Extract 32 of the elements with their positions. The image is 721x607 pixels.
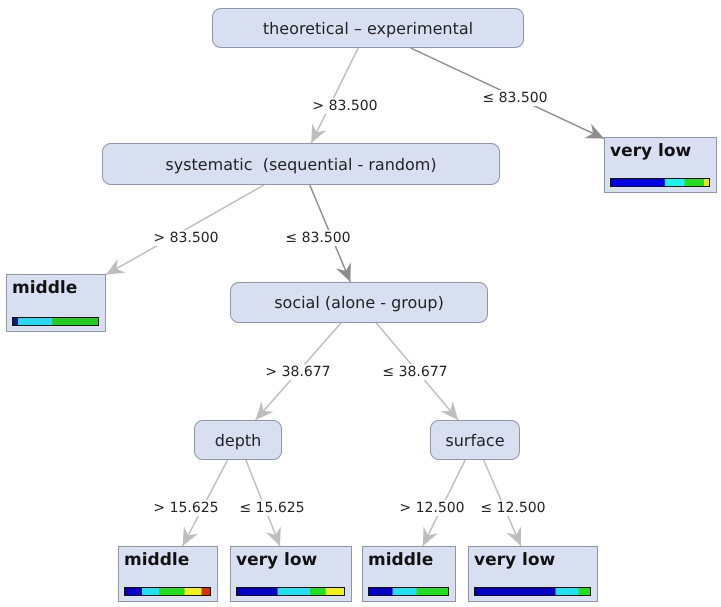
leaf-box: [6, 274, 106, 332]
edge-label: ≤ 83.500: [481, 90, 549, 106]
edge-label: > 83.500: [152, 230, 220, 246]
class-label: very low: [610, 141, 692, 161]
leaf-box: [468, 546, 598, 602]
leaf-box: [118, 546, 218, 602]
class-label: very low: [474, 550, 556, 570]
edge-label: > 12.500: [398, 500, 466, 516]
edge-label: ≤ 38.677: [381, 364, 449, 380]
attribute-label: depth: [214, 430, 262, 450]
edge-label: > 15.625: [152, 500, 220, 516]
split-node-box: [430, 420, 520, 460]
leaf-box: [604, 137, 717, 193]
edge-label: ≤ 15.625: [238, 500, 306, 516]
split-node-box: [212, 8, 524, 48]
attribute-label: social (alone - group): [274, 293, 444, 312]
class-label: middle: [368, 550, 434, 570]
split-node-box: [194, 420, 282, 460]
edge-label: ≤ 12.500: [479, 500, 547, 516]
split-node-box: [230, 282, 488, 323]
leaf-box: [362, 546, 456, 602]
attribute-label: surface: [445, 430, 505, 450]
attribute-label: theoretical – experimental: [262, 18, 474, 38]
edge-label: > 83.500: [311, 98, 379, 114]
leaf-box: [230, 546, 352, 602]
attribute-label: systematic (sequential - random): [165, 154, 437, 174]
class-label: very low: [236, 550, 318, 570]
split-node-box: [102, 143, 500, 185]
edge-label: ≤ 83.500: [284, 230, 352, 246]
class-label: middle: [12, 278, 78, 298]
class-label: middle: [124, 550, 190, 570]
edge-label: > 38.677: [264, 364, 332, 380]
